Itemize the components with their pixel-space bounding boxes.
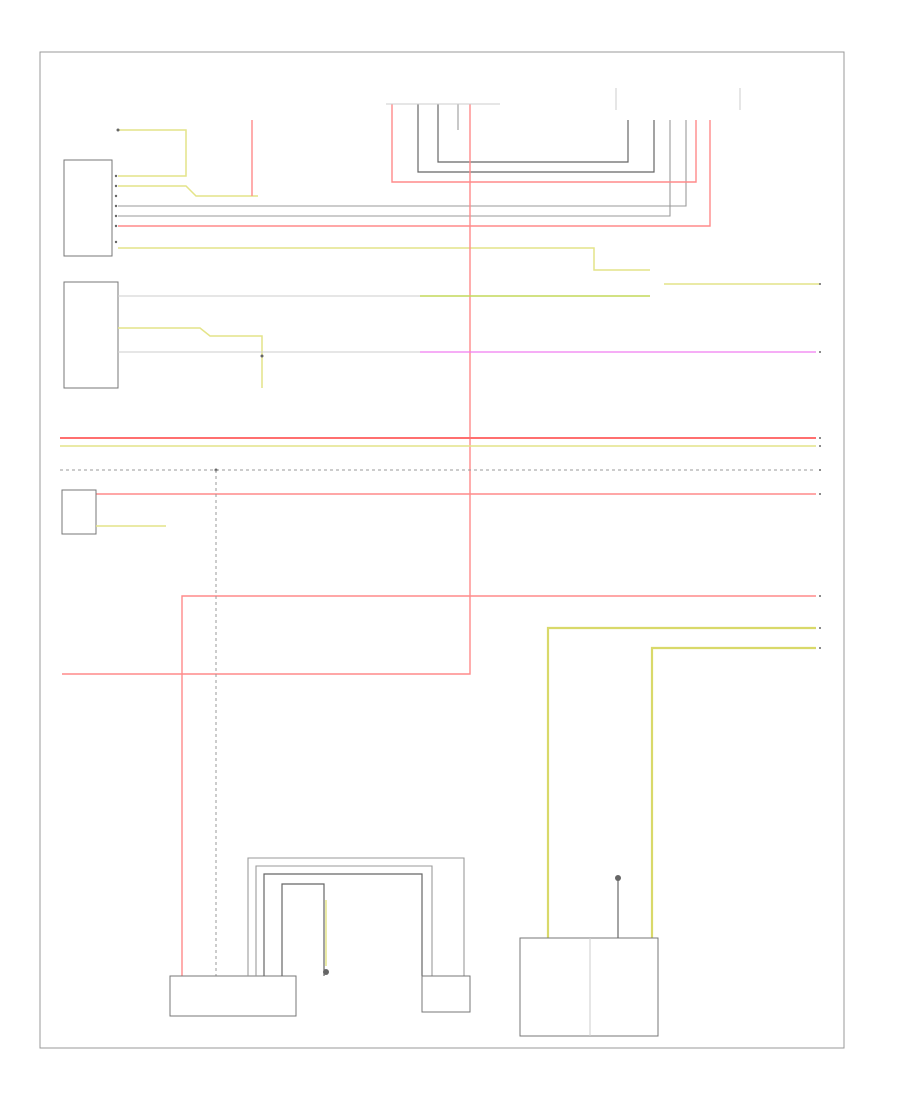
middle-switch-box xyxy=(63,281,119,389)
bottom-left-switch xyxy=(61,489,97,535)
diagram-frame xyxy=(39,51,845,1049)
wire-dk-center-2 xyxy=(437,104,629,163)
wire-gray-2 xyxy=(118,120,671,217)
wire-yellow-right-2 xyxy=(650,646,816,938)
bottom-right-module xyxy=(519,937,659,1037)
top-connector-ticks xyxy=(386,88,741,110)
bottom-left-module xyxy=(169,975,297,1017)
wire-dk-bottom-4 xyxy=(281,883,325,976)
wire-yellow-2 xyxy=(118,185,258,197)
wire-dk-bottom-3 xyxy=(263,873,423,976)
wire-gray-bottom-1 xyxy=(247,857,465,976)
bottom-center-module xyxy=(421,975,471,1013)
wire-yellow-top-left xyxy=(118,129,187,177)
left-module xyxy=(63,159,113,257)
wire-red-center xyxy=(391,104,697,183)
wire-red-vertical-main xyxy=(62,104,471,675)
wire-gray-1 xyxy=(118,120,687,207)
wire-red-top xyxy=(118,120,711,227)
ground-center xyxy=(323,969,329,975)
wire-dk-center-1 xyxy=(417,104,655,173)
wire-yellow-ecu xyxy=(118,247,650,271)
wire-yellow-right-1 xyxy=(546,626,816,938)
wire-yellow-mid xyxy=(118,327,263,388)
ground-right xyxy=(615,875,621,881)
left-module-pins xyxy=(114,174,118,244)
wire-red-loop xyxy=(181,595,816,976)
wire-gray-bottom-2 xyxy=(255,865,433,976)
right-terminal-dots xyxy=(819,283,821,649)
